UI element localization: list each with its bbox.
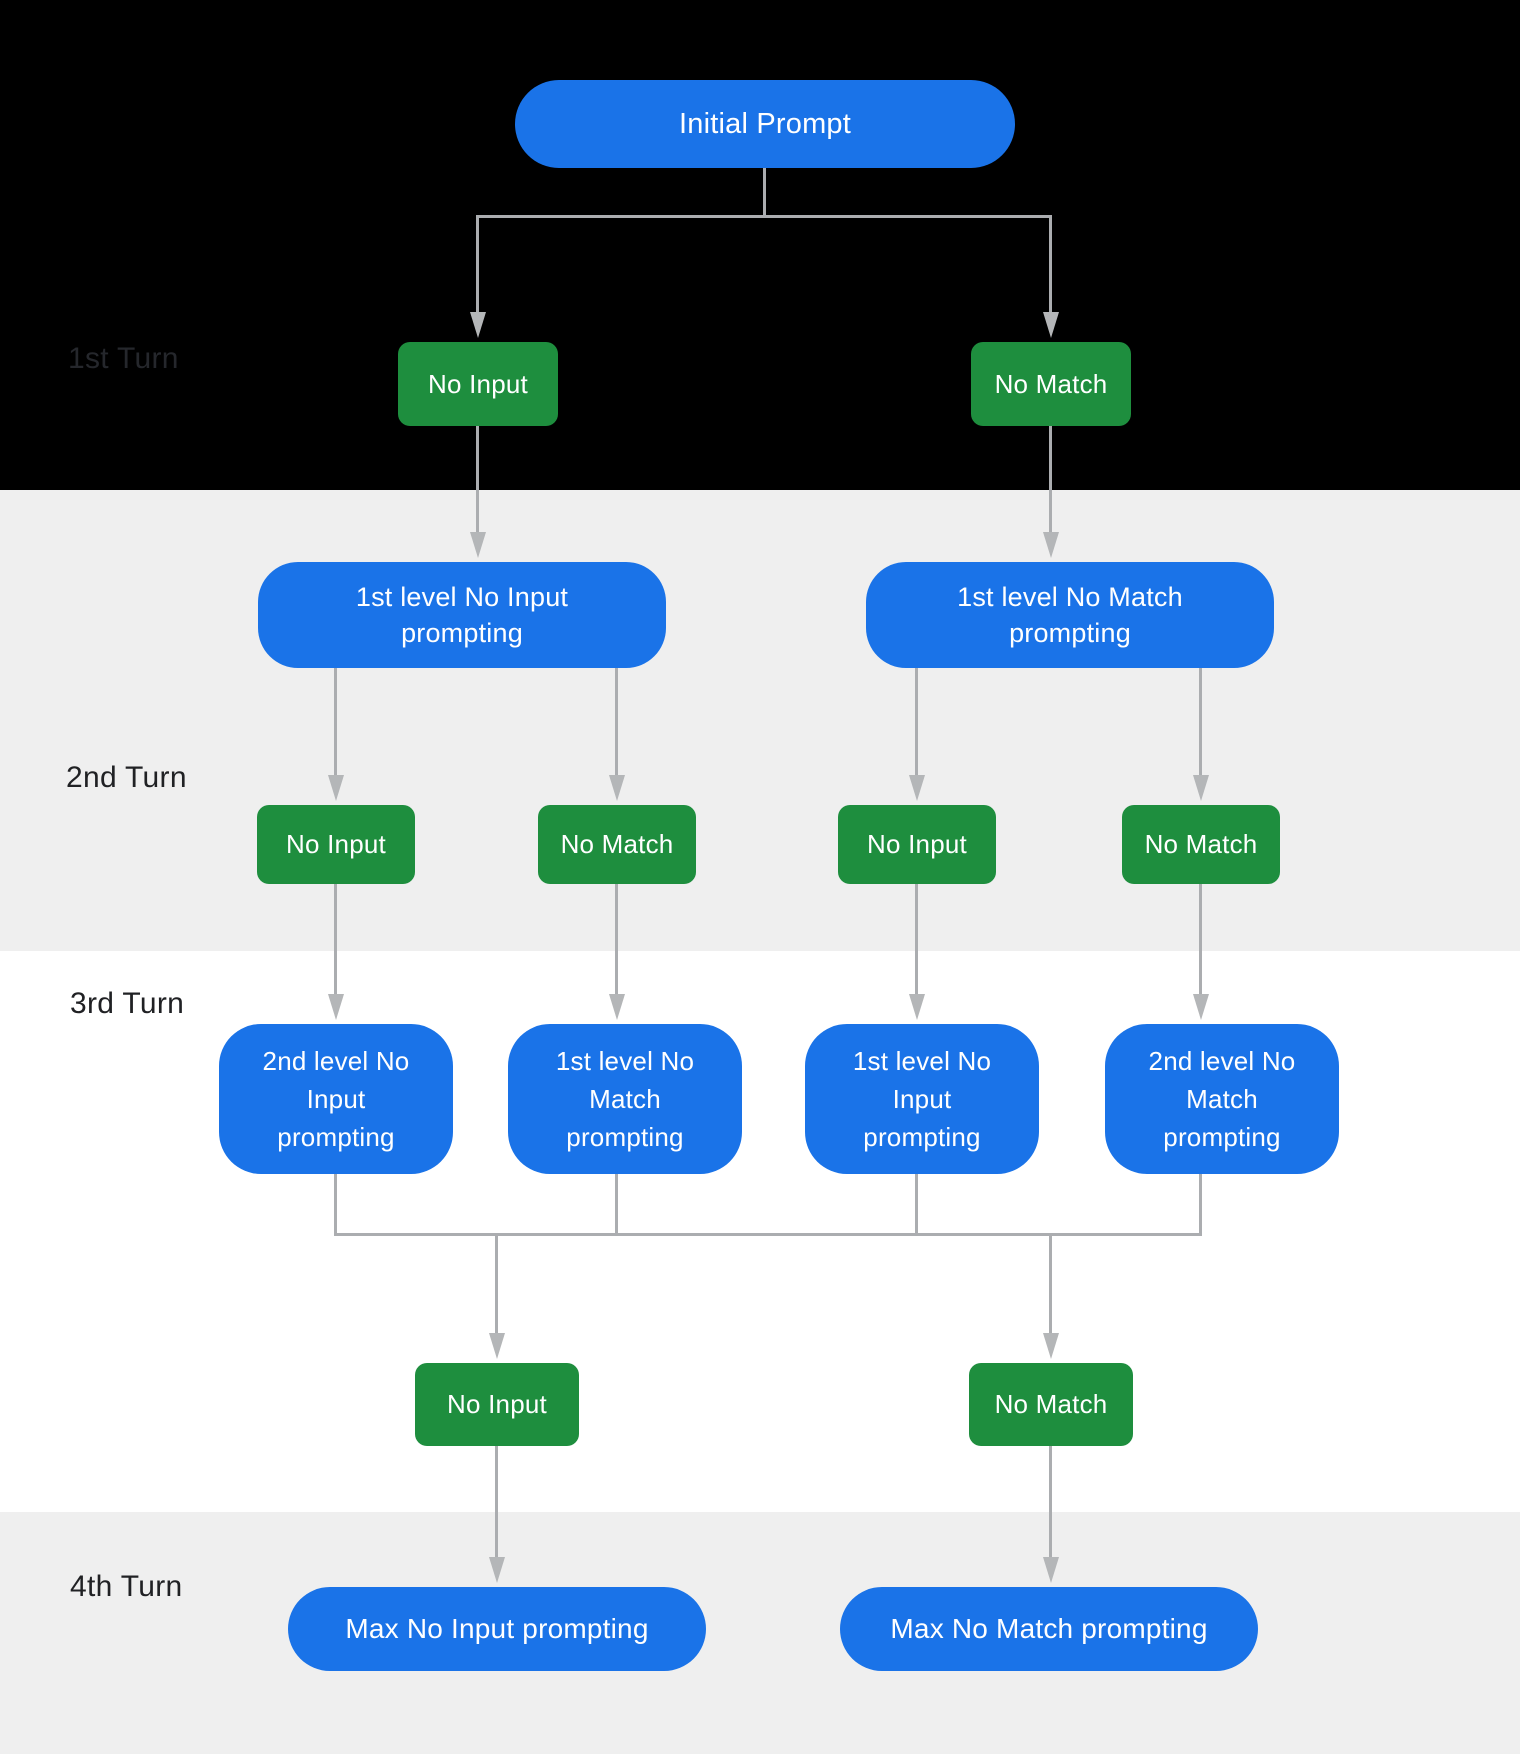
connector-line bbox=[915, 884, 918, 994]
turn-label-3rd: 3rd Turn bbox=[70, 987, 185, 1020]
connector-line bbox=[1049, 1446, 1052, 1557]
section-turn1-background bbox=[0, 0, 1520, 490]
arrow-down-icon bbox=[1193, 994, 1209, 1020]
arrow-down-icon bbox=[1043, 1557, 1059, 1583]
section-turn4-background bbox=[0, 1512, 1520, 1754]
arrow-down-icon bbox=[489, 1557, 505, 1583]
arrow-down-icon bbox=[909, 994, 925, 1020]
node-2nd-level-no-input-prompting: 2nd level No Input prompting bbox=[219, 1024, 453, 1174]
turn-label-1st: 1st Turn bbox=[68, 342, 179, 375]
section-turn2-background bbox=[0, 490, 1520, 951]
arrow-down-icon bbox=[609, 775, 625, 801]
node-turn2-no-input-1: No Input bbox=[257, 805, 415, 884]
connector-line bbox=[915, 668, 918, 776]
connector-line bbox=[476, 215, 1052, 218]
node-label: 1st level No Input prompting bbox=[852, 1046, 992, 1152]
node-label: 2nd level No Match prompting bbox=[1148, 1046, 1296, 1152]
turn-label-2nd: 2nd Turn bbox=[66, 761, 187, 794]
connector-line bbox=[334, 1174, 337, 1235]
node-1st-level-no-input-prompting: 1st level No Input prompting bbox=[258, 562, 666, 668]
node-1st-level-no-match-prompting-2: 1st level No Match prompting bbox=[508, 1024, 742, 1174]
node-label: 1st level No Match prompting bbox=[555, 1046, 695, 1152]
node-turn2-no-match-2: No Match bbox=[1122, 805, 1280, 884]
arrow-down-icon bbox=[470, 532, 486, 558]
connector-line bbox=[334, 668, 337, 776]
node-turn2-no-match-1: No Match bbox=[538, 805, 696, 884]
connector-line bbox=[763, 168, 766, 218]
node-label: 2nd level No Input prompting bbox=[262, 1046, 410, 1152]
connector-line bbox=[1049, 216, 1052, 313]
connector-merge-bar bbox=[334, 1233, 1202, 1236]
node-initial-prompt: Initial Prompt bbox=[515, 80, 1015, 168]
node-turn1-no-match: No Match bbox=[971, 342, 1131, 426]
arrow-down-icon bbox=[1193, 775, 1209, 801]
node-turn2-no-input-2: No Input bbox=[838, 805, 996, 884]
node-2nd-level-no-match-prompting: 2nd level No Match prompting bbox=[1105, 1024, 1339, 1174]
connector-line bbox=[1049, 426, 1052, 533]
arrow-down-icon bbox=[328, 775, 344, 801]
node-turn3-no-match: No Match bbox=[969, 1363, 1133, 1446]
connector-line bbox=[495, 1446, 498, 1557]
connector-line bbox=[476, 216, 479, 313]
arrow-down-icon bbox=[328, 994, 344, 1020]
connector-line bbox=[1199, 1174, 1202, 1235]
connector-line bbox=[1049, 1234, 1052, 1333]
node-max-no-match-prompting: Max No Match prompting bbox=[840, 1587, 1258, 1671]
arrow-down-icon bbox=[1043, 532, 1059, 558]
arrow-down-icon bbox=[470, 312, 486, 338]
connector-line bbox=[615, 1174, 618, 1235]
node-label: 1st level No Match prompting bbox=[957, 582, 1183, 648]
node-1st-level-no-match-prompting: 1st level No Match prompting bbox=[866, 562, 1274, 668]
connector-line bbox=[615, 668, 618, 776]
connector-line bbox=[1199, 884, 1202, 994]
node-label: 1st level No Input prompting bbox=[355, 582, 569, 648]
node-turn3-no-input: No Input bbox=[415, 1363, 579, 1446]
connector-line bbox=[476, 426, 479, 533]
arrow-down-icon bbox=[489, 1333, 505, 1359]
arrow-down-icon bbox=[909, 775, 925, 801]
turn-label-4th: 4th Turn bbox=[70, 1570, 183, 1603]
arrow-down-icon bbox=[1043, 312, 1059, 338]
node-turn1-no-input: No Input bbox=[398, 342, 558, 426]
arrow-down-icon bbox=[609, 994, 625, 1020]
node-max-no-input-prompting: Max No Input prompting bbox=[288, 1587, 706, 1671]
node-1st-level-no-input-prompting-2: 1st level No Input prompting bbox=[805, 1024, 1039, 1174]
connector-line bbox=[915, 1174, 918, 1235]
arrow-down-icon bbox=[1043, 1333, 1059, 1359]
connector-line bbox=[1199, 668, 1202, 776]
connector-line bbox=[495, 1234, 498, 1333]
connector-line bbox=[334, 884, 337, 994]
connector-line bbox=[615, 884, 618, 994]
